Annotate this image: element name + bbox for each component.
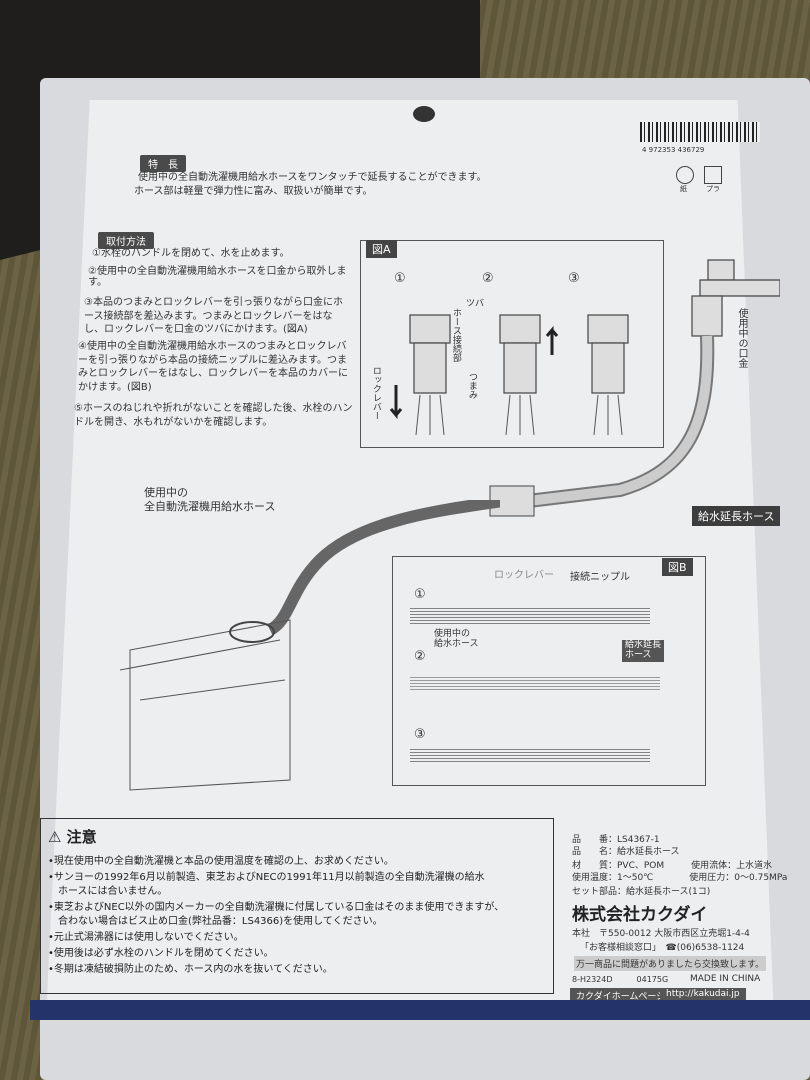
barcode-number: 4 972353 436729 [642, 146, 705, 154]
figure-a-callout: ホース接続部 [450, 308, 461, 362]
recycle-plastic-icon [704, 166, 722, 184]
tap-label: 使用中の口金 [736, 308, 747, 368]
defect-note: 万一商品に問題がありましたら交換致します。 [574, 956, 767, 971]
caution-title-text: 注意 [66, 828, 97, 846]
figure-a-callout: ツバ [466, 299, 485, 309]
figure-b-box [392, 556, 706, 786]
company-contact: 「お客様相談窓口」 ☎(06)6538-1124 [580, 943, 745, 953]
install-step: ①水栓のハンドルを閉めて、水を止めます。 [92, 248, 290, 259]
caution-line: ホースには合いません。 [48, 886, 168, 897]
caution-line: •冬期は凍結破損防止のため、ホース内の水を抜いてください。 [48, 964, 333, 975]
figure-a-num: ③ [568, 271, 580, 286]
figure-a-callout: つまみ [466, 372, 477, 399]
hang-hole [413, 106, 435, 122]
tap-and-hose-drawing [489, 259, 780, 517]
current-hose-label: 使用中の 全自動洗濯機用給水ホース [144, 486, 276, 514]
figure-a-num: ② [482, 271, 494, 286]
caution-line: •元止式湯沸器には使用しないでください。 [48, 932, 244, 943]
made-in: MADE IN CHINA [690, 974, 761, 984]
homepage-label: カクダイホームページ [570, 988, 672, 1003]
figure-b-lock-lever: ロックレバー [494, 570, 554, 581]
figure-b-stripe [410, 676, 660, 690]
feature-line: 使用中の全自動洗濯機用給水ホースをワンタッチで延長することができます。 [138, 172, 487, 183]
homepage-url: http://kakudai.jp [660, 988, 746, 1000]
figure-a-box [360, 240, 664, 448]
figure-b-label: 図B [662, 558, 693, 576]
install-step: ③本品のつまみとロックレバーを引っ張りながら口金にホース接続部を差込みます。つま… [84, 297, 343, 335]
spec-line: 品 名：給水延長ホース [572, 847, 680, 857]
caution-line: •サンヨーの1992年6月以前製造、東芝およびNECの1991年11月以前製造の… [48, 872, 485, 883]
spec-line: 品 番：LS4367-1 [572, 835, 660, 845]
caution-title: ⚠ 注意 [48, 828, 97, 846]
spec-line: 材 質：PVC、POM 使用流体：上水道水 [572, 861, 773, 871]
feature-line: ホース部は軽量で弾力性に富み、取扱いが簡単です。 [134, 186, 373, 197]
figure-a-callout: ロックレバー [370, 366, 381, 420]
install-step: ④使用中の全自動洗濯機用給水ホースのつまみとロックレバーを引っ張りながら本品の接… [78, 341, 348, 393]
caution-line: 合わない場合はビス止め口金(弊社品番：LS4366)を使用してください。 [48, 916, 383, 927]
figure-b-num: ② [414, 649, 426, 664]
company-address: 本社 〒550-0012 大阪市西区立売堀1-4-4 [572, 929, 750, 939]
figure-a-drawing [389, 314, 629, 435]
company-logo: 株式会社カクダイ [572, 905, 708, 925]
caution-line: •使用後は必ず水栓のハンドルを閉めてください。 [48, 948, 274, 959]
recycle-paper-icon [676, 166, 694, 184]
figure-b-stripe [410, 748, 650, 762]
figure-a-label: 図A [366, 240, 397, 258]
barcode [640, 122, 760, 142]
figure-a-num: ① [394, 271, 406, 286]
figure-b-num: ③ [414, 727, 426, 742]
recycle-plastic-label: プラ [706, 185, 720, 193]
figure-b-num: ① [414, 587, 426, 602]
caution-line: •現在使用中の全自動洗濯機と本品の使用温度を確認の上、お求めください。 [48, 856, 394, 867]
figure-b-current: 使用中の 給水ホース [434, 629, 479, 649]
features-heading: 特 長 [140, 155, 186, 172]
recycle-paper-label: 紙 [680, 185, 687, 193]
spec-line: セット部品：給水延長ホース(1コ) [572, 887, 711, 897]
figure-b-ext: 給水延長 ホース [622, 640, 665, 662]
figure-b-nipple: 接続ニップル [570, 572, 630, 583]
product-code: 8-H2324D 04175G [572, 975, 669, 984]
spec-line: 使用温度：1〜50℃ 使用圧力：0〜0.75MPa [572, 873, 788, 883]
instruction-sheet [46, 100, 774, 1020]
extension-hose-label: 給水延長ホース [692, 506, 781, 526]
card-bottom-edge [30, 1000, 810, 1020]
figure-b-stripe [410, 608, 650, 624]
washer-drawing [119, 500, 500, 791]
install-step: ⑤ホースのねじれや折れがないことを確認した後、水栓のハンドルを開き、水もれがない… [74, 403, 353, 428]
install-heading: 取付方法 [98, 232, 154, 249]
caution-box [40, 818, 554, 994]
caution-line: •東芝およびNEC以外の国内メーカーの全自動洗濯機に付属している口金はそのまま使… [48, 902, 505, 913]
install-step: ②使用中の全自動洗濯機用給水ホースを口金から取外します。 [88, 266, 347, 288]
